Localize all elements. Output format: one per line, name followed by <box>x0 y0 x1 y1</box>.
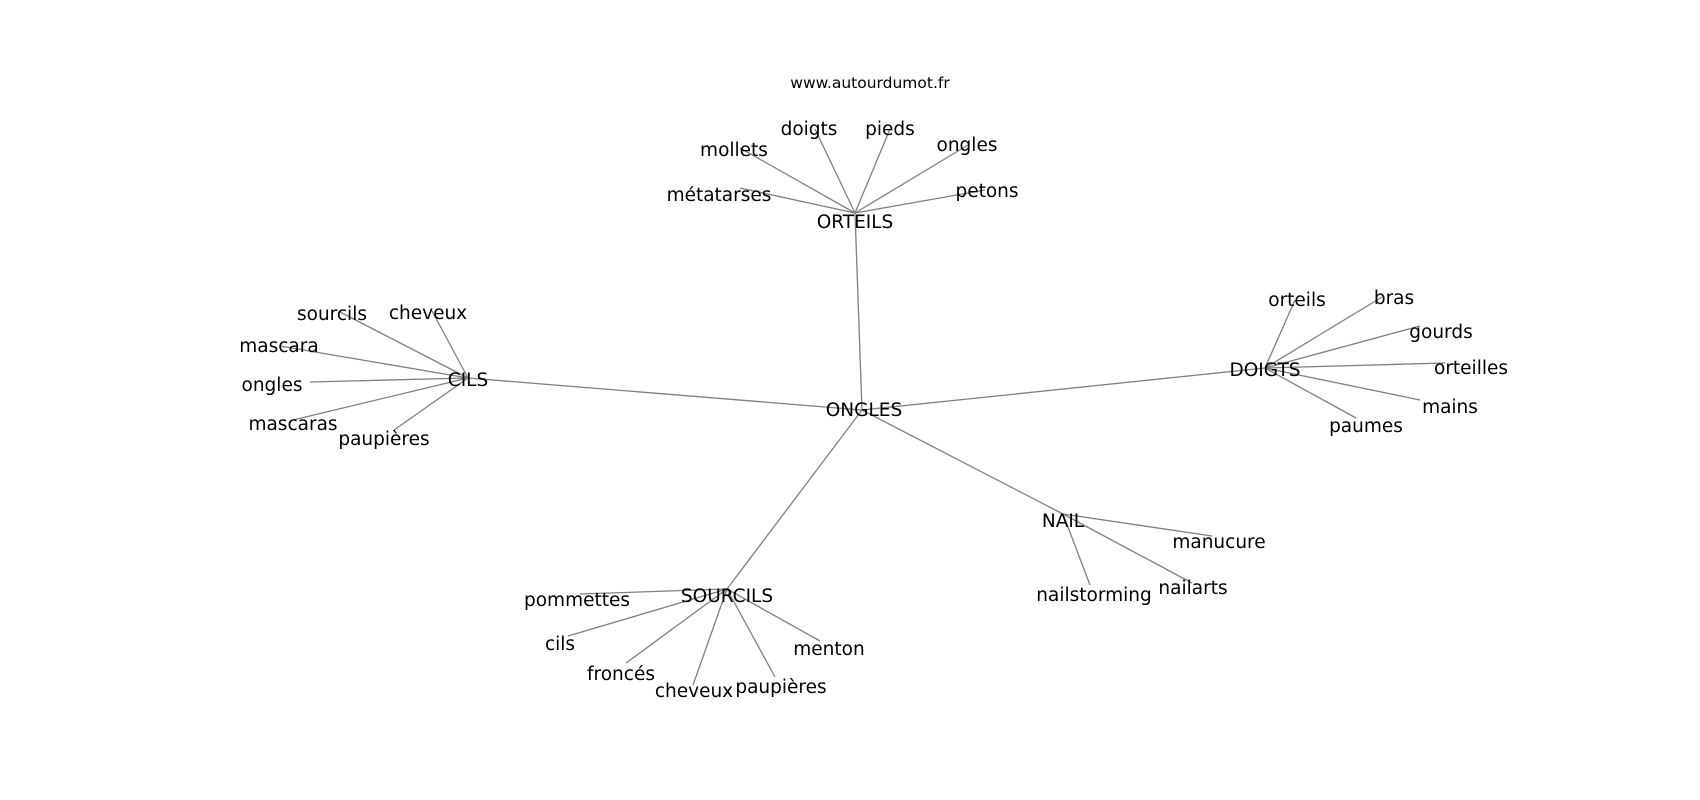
edge-sourcils-paupieres <box>726 588 776 678</box>
node-sourcils-cils: cils <box>545 634 575 655</box>
edge-orteils-petons <box>854 189 986 214</box>
edge-doigts-orteils <box>1264 299 1296 369</box>
node-orteils-pieds: pieds <box>865 119 915 140</box>
edge-nail-nailstorming <box>1062 513 1091 586</box>
edge-cils-mascara <box>279 345 469 379</box>
site-url-label: www.autourdumot.fr <box>790 74 950 92</box>
node-orteils-petons: petons <box>955 181 1018 202</box>
node-cils-sourcils: sourcils <box>297 304 367 325</box>
edge-ongles-sourcils <box>726 409 863 590</box>
node-nail-manucure: manucure <box>1172 532 1265 553</box>
edge-orteils-ongles <box>854 144 969 214</box>
edge-sourcils-pommettes <box>579 588 728 595</box>
edge-cils-paupieres <box>393 377 469 431</box>
node-orteils-ongles: ongles <box>937 135 998 156</box>
node-sourcils-paupieres: paupières <box>735 677 826 698</box>
node-doigts-gourds: gourds <box>1409 322 1472 343</box>
node-nail: NAIL <box>1042 511 1085 532</box>
edge-cils-sourcils <box>339 311 469 379</box>
node-sourcils-pommettes: pommettes <box>524 590 630 611</box>
edge-doigts-orteilles <box>1264 362 1446 369</box>
node-sourcils-cheveux: cheveux <box>655 681 733 702</box>
edge-orteils-pieds <box>854 128 891 214</box>
edge-ongles-doigts <box>861 367 1266 411</box>
edge-cils-ongles <box>309 377 469 383</box>
node-sourcils-fronces: froncés <box>587 664 655 685</box>
edge-orteils-mollets <box>739 147 856 214</box>
edge-doigts-bras <box>1264 296 1383 369</box>
edge-cils-mascaras <box>292 377 469 421</box>
edge-ongles-orteils <box>854 212 863 411</box>
node-doigts-paumes: paumes <box>1329 416 1403 437</box>
edge-ongles-cils <box>467 377 863 411</box>
node-ongles: ONGLES <box>826 400 902 421</box>
node-nail-nailstorming: nailstorming <box>1036 585 1151 606</box>
node-cils-cheveux: cheveux <box>389 303 467 324</box>
node-nail-nailarts: nailarts <box>1158 578 1227 599</box>
node-orteils: ORTEILS <box>817 212 894 233</box>
node-orteils-mollets: mollets <box>700 140 768 161</box>
node-cils: CILS <box>448 370 488 391</box>
graph-labels: ONGLES ORTEILS métatarses mollets doigts pied… <box>239 119 1508 702</box>
node-doigts-orteilles: orteilles <box>1434 358 1508 379</box>
node-sourcils: SOURCILS <box>681 586 773 607</box>
node-orteils-metatarses: métatarses <box>667 185 772 206</box>
edge-nail-manucure <box>1062 513 1213 537</box>
edge-orteils-metatarses <box>739 187 856 214</box>
node-doigts-mains: mains <box>1422 397 1478 418</box>
node-cils-paupieres: paupières <box>338 429 429 450</box>
node-cils-mascara: mascara <box>239 336 318 357</box>
graph-edges <box>279 128 1446 686</box>
edge-sourcils-cils <box>567 588 728 637</box>
edge-doigts-gourds <box>1264 325 1421 369</box>
node-cils-ongles: ongles <box>242 375 303 396</box>
node-cils-mascaras: mascaras <box>248 414 337 435</box>
node-orteils-doigts: doigts <box>781 119 838 140</box>
edge-cils-cheveux <box>431 310 469 379</box>
edge-doigts-mains <box>1264 367 1421 401</box>
edge-sourcils-menton <box>726 588 821 642</box>
edge-nail-nailarts <box>1062 513 1193 584</box>
edge-sourcils-fronces <box>625 588 728 664</box>
edge-sourcils-cheveux <box>692 588 728 686</box>
edge-doigts-paumes <box>1264 367 1357 419</box>
node-doigts-orteils: orteils <box>1268 290 1325 311</box>
node-sourcils-menton: menton <box>793 639 864 660</box>
node-doigts-bras: bras <box>1374 288 1414 309</box>
node-doigts: DOIGTS <box>1230 360 1301 381</box>
edge-ongles-nail <box>861 409 1064 515</box>
edge-orteils-doigts <box>814 128 856 214</box>
